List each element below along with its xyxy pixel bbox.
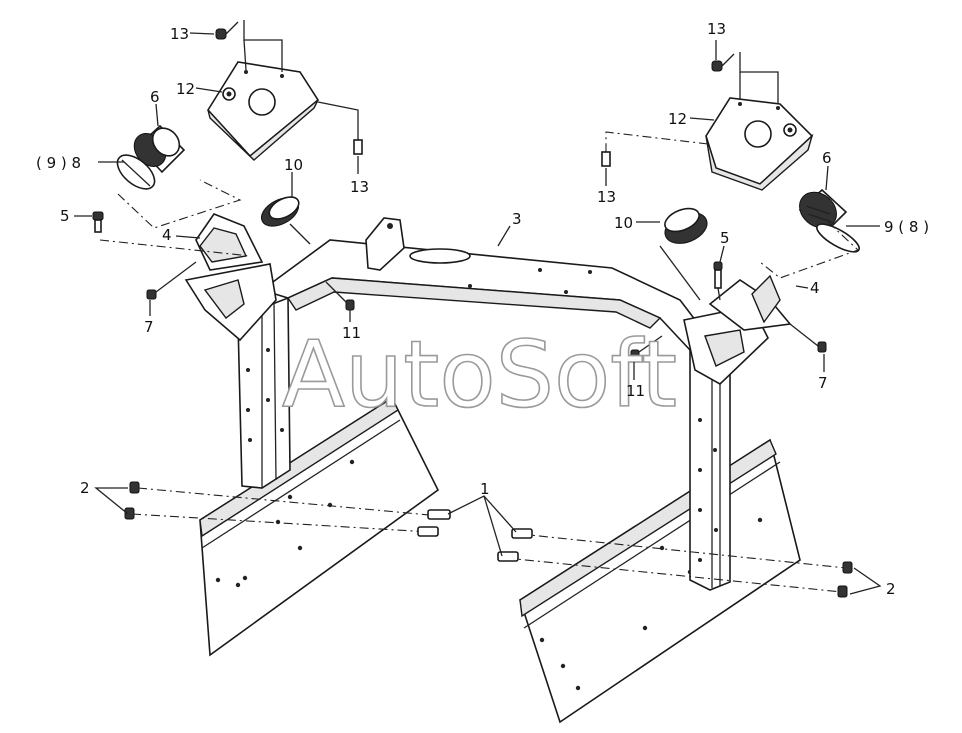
right-mount-assembly xyxy=(601,52,860,361)
label-11-right: 11 xyxy=(626,382,645,400)
label-9-8-right: 9 ( 8 ) xyxy=(884,218,929,236)
label-5-left: 5 xyxy=(60,207,70,225)
label-2-left: 2 xyxy=(80,479,90,497)
right-frame-rail xyxy=(519,438,801,724)
label-6-left: 6 xyxy=(150,88,160,106)
label-13-right-bottom: 13 xyxy=(597,188,616,206)
label-7-left: 7 xyxy=(144,318,154,336)
label-13-left-top: 13 xyxy=(170,25,189,43)
label-13-right-top: 13 xyxy=(707,20,726,38)
left-frame-rail xyxy=(199,396,440,657)
label-5-right: 5 xyxy=(720,229,730,247)
label-1-bolts: 1 xyxy=(480,480,490,498)
label-4-right: 4 xyxy=(810,279,820,297)
label-6-right: 6 xyxy=(822,149,832,167)
cross-member xyxy=(184,217,769,591)
label-7-right: 7 xyxy=(818,374,828,392)
leader-lines xyxy=(74,32,882,595)
label-4-left: 4 xyxy=(162,226,172,244)
bolts-and-nuts xyxy=(124,481,853,598)
label-13-left-bottom: 13 xyxy=(350,178,369,196)
label-3-cross-member: 3 xyxy=(512,210,522,228)
label-12-left: 12 xyxy=(176,80,195,98)
label-10-right: 10 xyxy=(614,214,633,232)
part-labels: 13 12 6 ( 9 ) 8 13 10 5 4 7 11 3 13 12 1… xyxy=(36,20,929,598)
label-12-right: 12 xyxy=(668,110,687,128)
label-11-left: 11 xyxy=(342,324,361,342)
label-2-right: 2 xyxy=(886,580,896,598)
label-9-8-left: ( 9 ) 8 xyxy=(36,154,81,172)
left-mount-assembly xyxy=(92,20,363,311)
watermark-text: AutoSoft xyxy=(282,321,677,428)
label-10-left: 10 xyxy=(284,156,303,174)
